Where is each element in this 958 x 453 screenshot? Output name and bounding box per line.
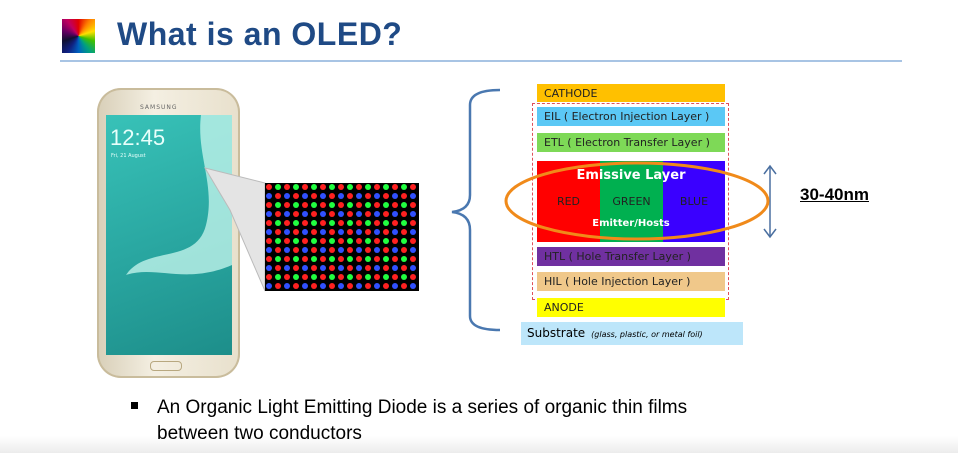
phone-date: Fri, 21 August (111, 153, 146, 159)
layer-hil: HIL ( Hole Injection Layer ) (537, 272, 725, 291)
layer-substrate: Substrate (glass, plastic, or metal foil) (521, 322, 743, 345)
bullet-text: An Organic Light Emitting Diode is a ser… (157, 395, 687, 447)
phone-screen (106, 115, 232, 355)
layer-htl: HTL ( Hole Transfer Layer ) (537, 247, 725, 266)
layer-cathode: CATHODE (537, 84, 725, 102)
phone-home-button (150, 361, 182, 371)
phone-clock: 12:45 (110, 125, 166, 150)
substrate-label: Substrate (527, 326, 586, 340)
emissive-layer-label: Emissive Layer (576, 168, 686, 183)
callout-lines (203, 88, 777, 332)
bullet-line: between two conductors (157, 423, 362, 444)
layer-eil: EIL ( Electron Injection Layer ) (537, 107, 725, 126)
emissive-green: GREEN (600, 161, 663, 242)
logo-icon (62, 19, 95, 53)
emissive-highlight-ellipse (504, 161, 770, 241)
pixel-grid-image (265, 183, 419, 291)
title-divider (60, 60, 902, 62)
phone-brand: SAMSUNG (140, 104, 178, 111)
emissive-blue: BLUE (663, 161, 725, 242)
footer-band (0, 436, 958, 453)
substrate-note: (glass, plastic, or metal foil) (591, 330, 703, 339)
layer-etl: ETL ( Electron Transfer Layer ) (537, 133, 725, 152)
emitter-hosts-label: Emitter/Hosts (592, 218, 670, 229)
thickness-label: 30-40nm (800, 185, 869, 204)
bullet-line: An Organic Light Emitting Diode is a ser… (157, 397, 688, 418)
bullet-icon (131, 402, 138, 409)
slide-title: What is an OLED? (117, 16, 403, 52)
layer-anode: ANODE (537, 298, 725, 317)
